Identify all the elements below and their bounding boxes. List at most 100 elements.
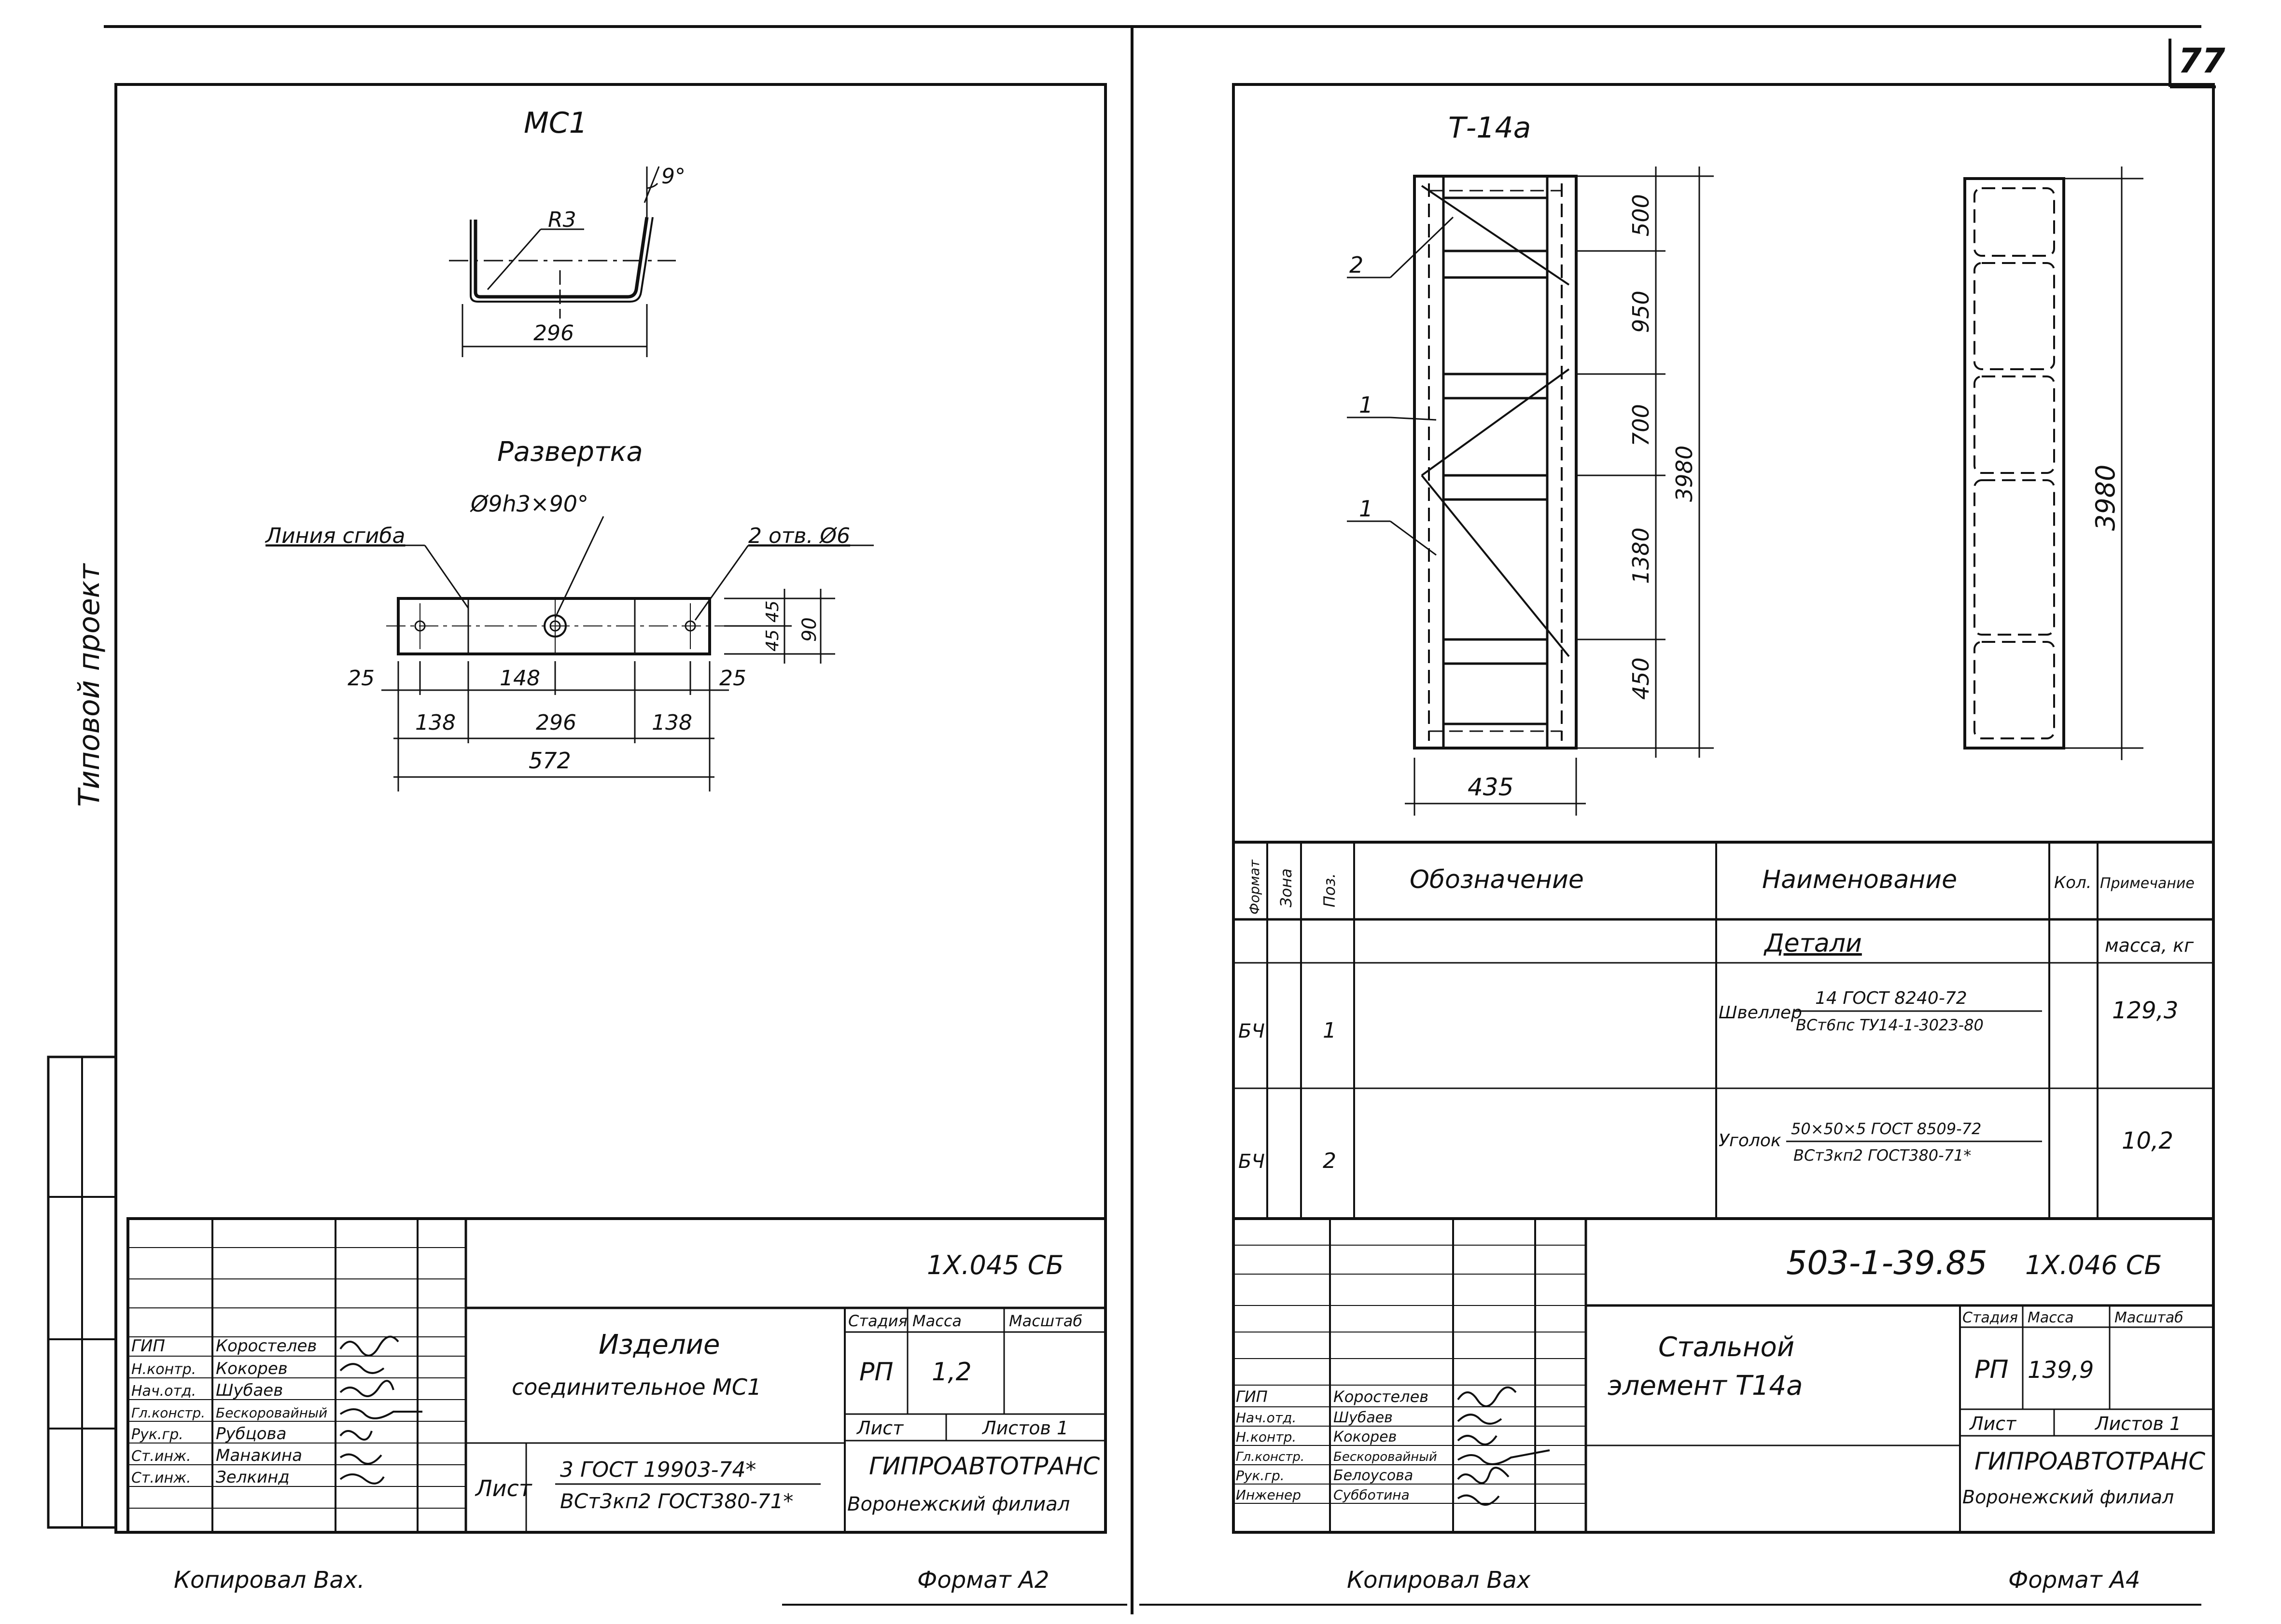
vdim-total-3980: 3980 — [1671, 445, 1697, 502]
profile-width-dim: 296 — [533, 321, 574, 346]
right-staff-role-4: Рук.гр. — [1236, 1468, 1285, 1484]
right-staff-name-5: Субботина — [1333, 1487, 1410, 1503]
vdim-950: 950 — [1628, 291, 1654, 333]
side-stamp — [47, 1055, 117, 1529]
left-stage-header: Стадия — [848, 1312, 908, 1330]
right-format: Формат А4 — [2008, 1567, 2140, 1594]
spec-row-2-name-bottom: ВСт3кп2 ГОСТ380-71* — [1793, 1146, 1971, 1165]
dim-90: 90 — [798, 617, 821, 642]
dim-296: 296 — [536, 710, 576, 735]
right-org-name: ГИПРОАВТОТРАНС — [1974, 1447, 2205, 1475]
spec-row-2-format: БЧ — [1238, 1151, 1265, 1173]
left-sheet: Типовой проект МС1 9° R3 296 — [47, 83, 1107, 1594]
vdim-700: 700 — [1628, 404, 1654, 446]
development-title: Развертка — [497, 436, 643, 468]
left-material-top: 3 ГОСТ 19903-74* — [560, 1457, 756, 1482]
width-dim-435: 435 — [1468, 773, 1513, 801]
dim-138-left: 138 — [415, 710, 456, 735]
channel-profile: 9° R3 296 — [449, 164, 686, 357]
vdim-450: 450 — [1628, 657, 1654, 700]
spec-row-1-name-bottom: ВСт6пс ТУ14-1-3023-80 — [1796, 1016, 1984, 1034]
right-org-branch: Воронежский филиал — [1962, 1486, 2174, 1508]
spec-header-zone: Зона — [1277, 868, 1295, 907]
left-side-text: Типовой проект — [72, 563, 106, 807]
bend-angle-label: 9° — [661, 164, 686, 189]
right-staff-role-5: Инженер — [1236, 1487, 1301, 1503]
left-staff-role-4: Рук.гр. — [131, 1426, 183, 1443]
left-org-branch: Воронежский филиал — [847, 1493, 1070, 1515]
spec-row-2-mass: 10,2 — [2122, 1127, 2173, 1154]
right-staff-role-3: Гл.констр. — [1236, 1450, 1304, 1464]
left-title-block: 1Х.045 СБ ГИП Коростелев Н.контр. Кокоре… — [126, 1217, 1107, 1534]
left-staff-role-3: Гл.констр. — [131, 1405, 205, 1421]
right-signatures — [1457, 1386, 1550, 1506]
right-staff-role-2: Н.контр. — [1236, 1429, 1296, 1445]
right-staff-name-2: Кокорев — [1333, 1429, 1397, 1445]
spec-row-1-mass: 129,3 — [2112, 997, 2178, 1024]
development-view: 45 45 90 25 148 25 138 296 138 572 — [266, 516, 874, 791]
radius-label: R3 — [548, 208, 576, 232]
left-staff-role-1: Н.контр. — [131, 1361, 196, 1378]
left-staff-name-0: Коростелев — [216, 1336, 317, 1356]
bend-line-label: Линия сгиба — [265, 524, 406, 548]
spec-header-note: Примечание — [2100, 875, 2195, 892]
pos-label-2: 2 — [1349, 252, 1363, 278]
spec-row-2-prefix: Уголок — [1719, 1131, 1781, 1151]
left-doc-code: 1Х.045 СБ — [927, 1250, 1064, 1280]
spec-header-name: Наименование — [1762, 865, 1957, 894]
frame-front-view: 2 1 1 500 950 700 1380 450 3980 435 — [1347, 167, 1714, 816]
spec-header-designation: Обозначение — [1410, 865, 1584, 894]
spec-header-pos: Поз. — [1320, 873, 1339, 907]
dim-572: 572 — [529, 748, 571, 774]
right-title-line1: Стальной — [1658, 1332, 1794, 1363]
left-staff-role-5: Ст.инж. — [131, 1448, 191, 1465]
left-staff-role-2: Нач.отд. — [131, 1383, 196, 1400]
part-title: МС1 — [524, 106, 588, 140]
spec-row-1: БЧ 1 Швеллер 14 ГОСТ 8240-72 ВСт6пс ТУ14… — [1238, 988, 2178, 1043]
element-label: Т-14а — [1448, 111, 1531, 145]
left-mass: 1,2 — [932, 1358, 972, 1387]
left-staff-name-3: Бескоровайный — [216, 1405, 327, 1421]
left-sheet-cell: Лист — [856, 1417, 904, 1439]
right-copied-by: Копировал Вах — [1347, 1567, 1531, 1594]
spec-section-title: Детали — [1763, 929, 1862, 958]
right-mass: 139,9 — [2028, 1357, 2094, 1384]
spec-row-2: БЧ 2 Уголок 50×50×5 ГОСТ 8509-72 ВСт3кп2… — [1238, 1120, 2173, 1173]
right-project-code: 503-1-39.85 — [1786, 1244, 1987, 1282]
vdim-500: 500 — [1628, 194, 1654, 236]
left-staff-name-1: Кокорев — [216, 1359, 288, 1378]
dim-148: 148 — [500, 666, 540, 691]
page-frame — [104, 25, 2201, 1614]
spec-table: Формат Зона Поз. Обозначение Наименовани… — [1233, 841, 2213, 1220]
side-height-3980: 3980 — [2090, 465, 2121, 531]
page-number: 77 — [2178, 41, 2225, 81]
dim-45-b: 45 — [763, 629, 783, 652]
right-staff-name-3: Бескоровайный — [1333, 1450, 1437, 1464]
right-scale-header: Масштаб — [2114, 1309, 2183, 1326]
holes-label: 2 отв. Ø6 — [748, 524, 850, 548]
spec-header-qty: Кол. — [2054, 873, 2091, 892]
right-staff-name-0: Коростелев — [1333, 1388, 1428, 1406]
left-title-line2: соединительное МС1 — [512, 1374, 761, 1400]
right-sheet: Т-14а 2 1 — [1232, 83, 2215, 1594]
spec-row-2-pos: 2 — [1323, 1149, 1336, 1173]
left-sheets-cell: Листов 1 — [981, 1417, 1068, 1439]
spec-row-1-name-top: 14 ГОСТ 8240-72 — [1815, 988, 1967, 1008]
spec-header-format: Формат — [1246, 860, 1262, 915]
left-material-bottom: ВСт3кп2 ГОСТ380-71* — [560, 1489, 793, 1513]
page-number-box: 77 — [2169, 39, 2225, 88]
right-staff-role-0: ГИП — [1236, 1388, 1268, 1406]
left-stage: РП — [859, 1358, 893, 1387]
right-title-block: 503-1-39.85 1Х.046 СБ ГИП Коростелев Нач… — [1232, 1217, 2215, 1534]
right-doc-code: 1Х.046 СБ — [2025, 1250, 2162, 1280]
left-staff-role-6: Ст.инж. — [131, 1470, 191, 1486]
dim-138-right: 138 — [652, 710, 692, 735]
hole-note: Ø9h3×90° — [470, 491, 588, 517]
dim-25-right: 25 — [719, 666, 746, 691]
dim-45-a: 45 — [763, 600, 783, 623]
left-mass-header: Масса — [912, 1312, 962, 1330]
right-stage-header: Стадия — [1962, 1309, 2018, 1326]
spec-row-1-prefix: Швеллер — [1719, 1003, 1802, 1023]
left-sheet-label: Лист — [475, 1475, 532, 1501]
